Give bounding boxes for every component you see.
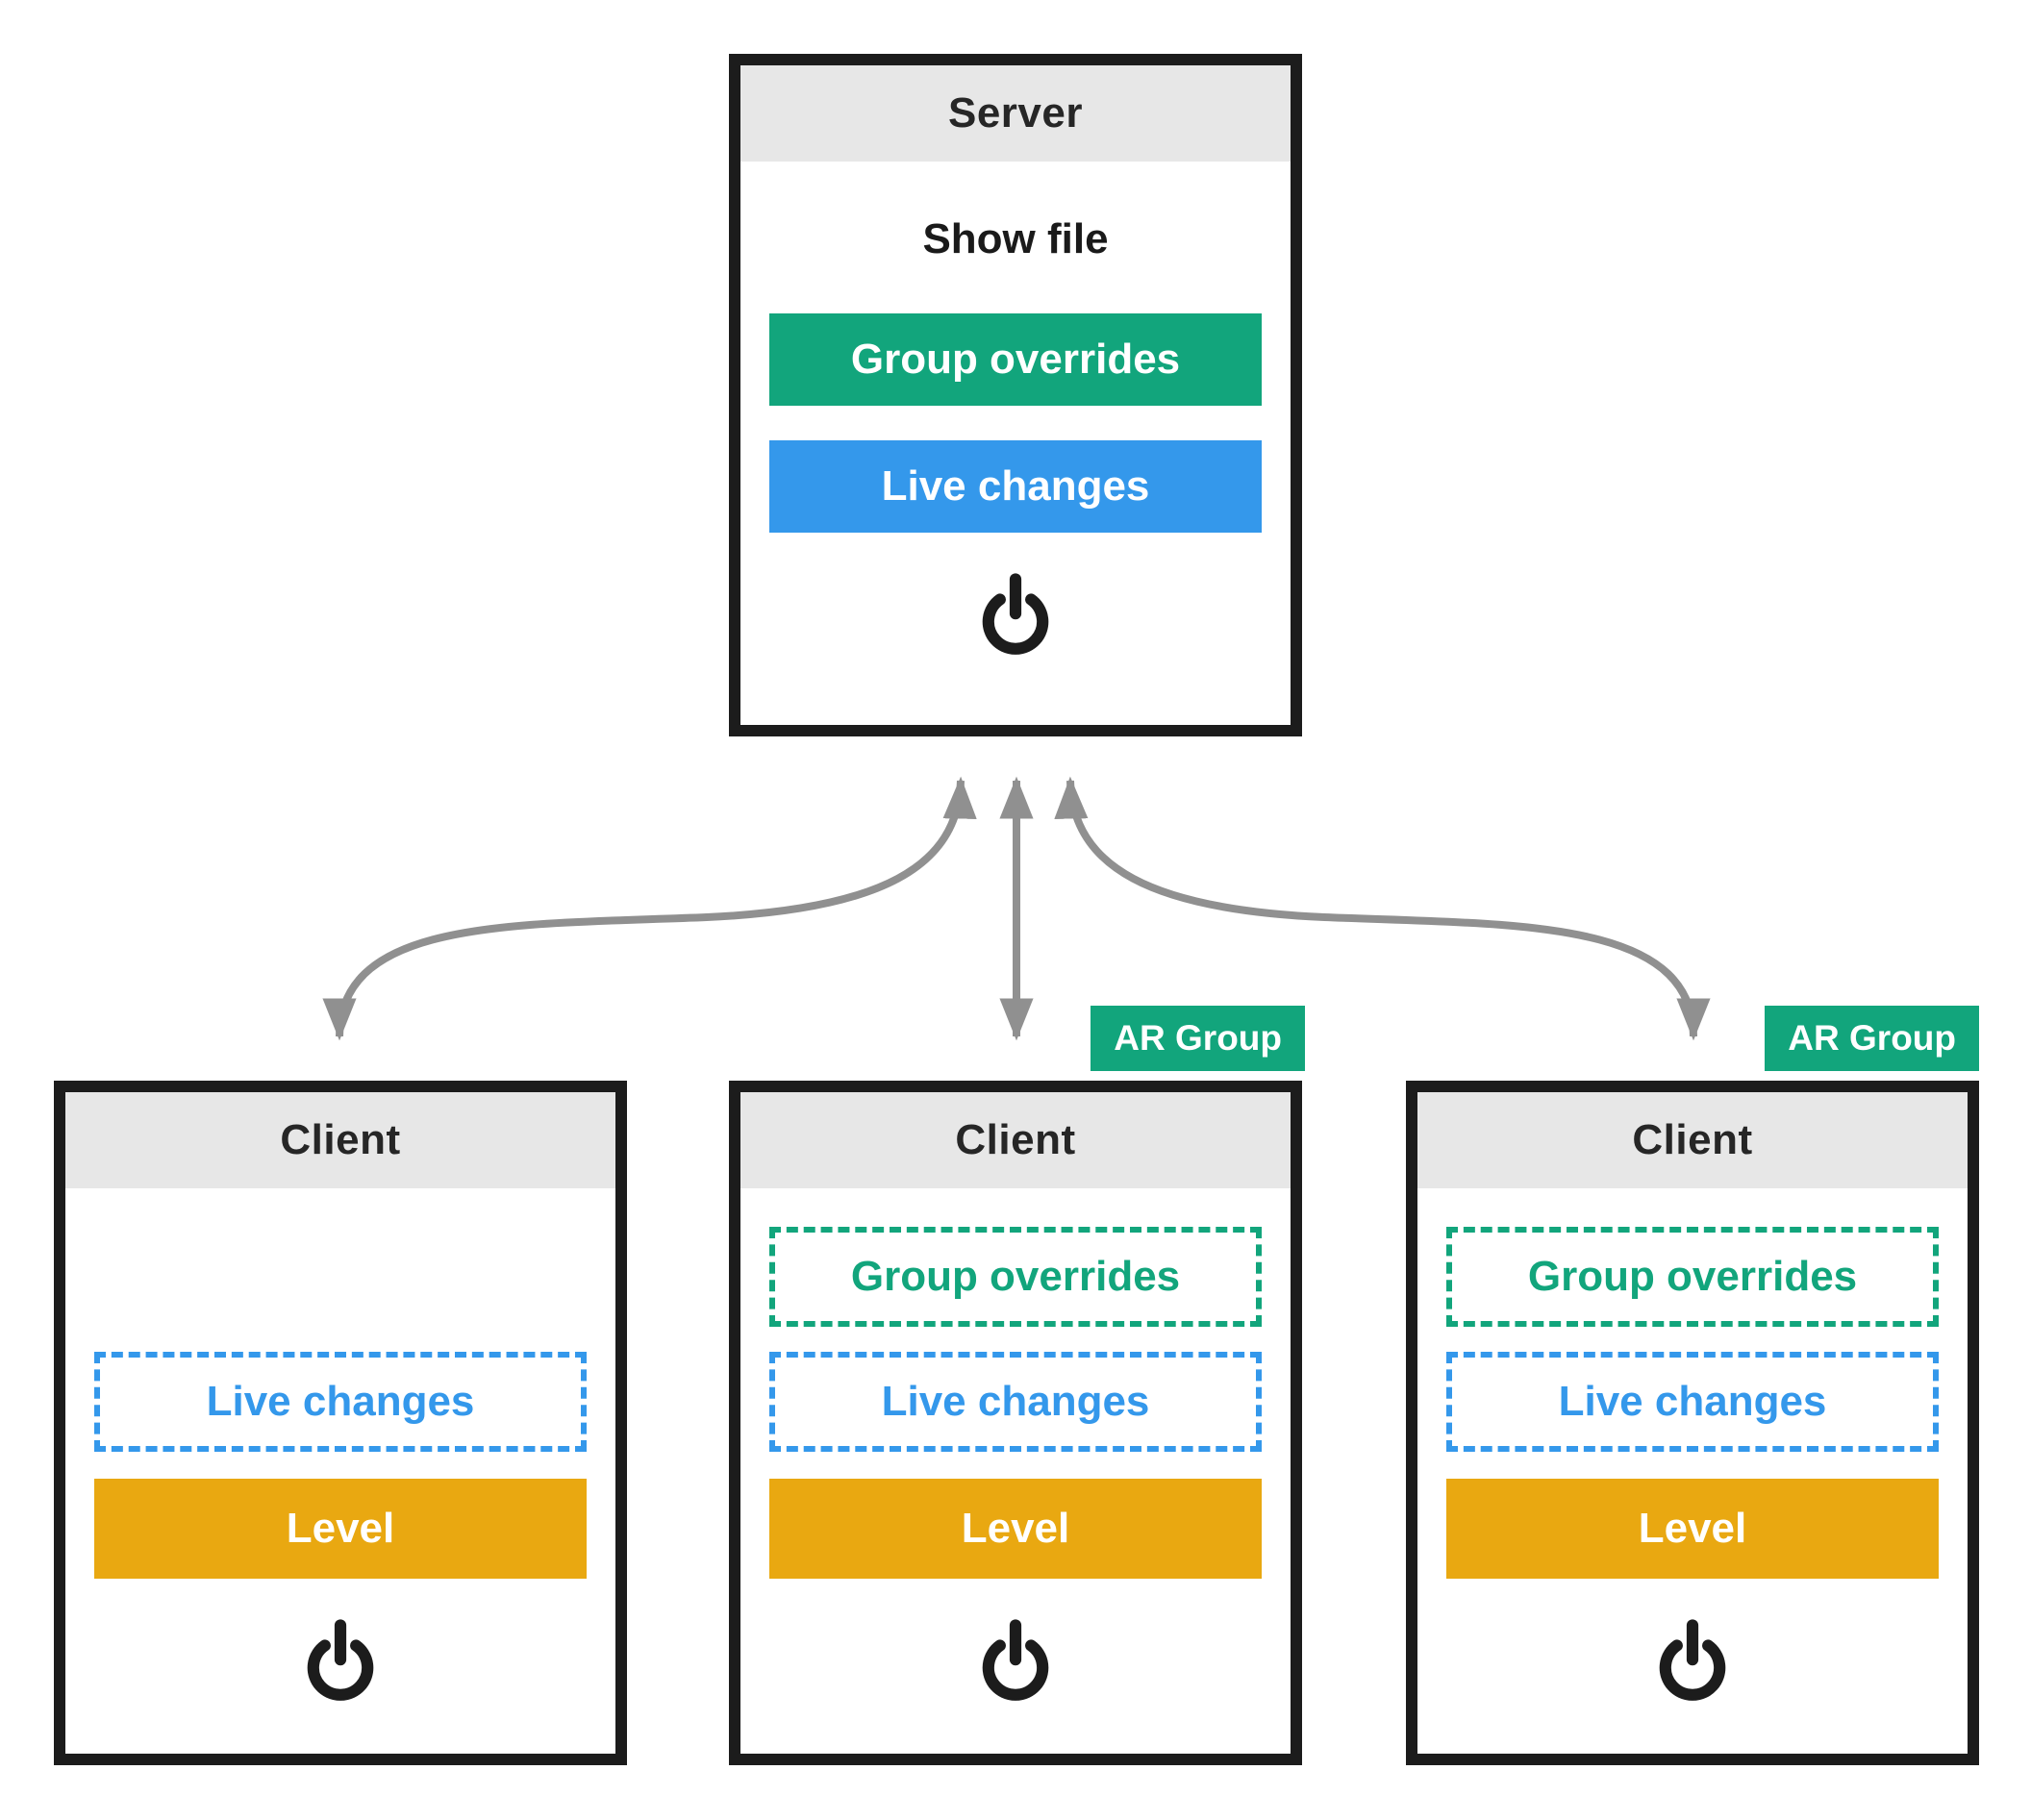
client-middle-body: Group overrides Live changes Level <box>740 1188 1291 1754</box>
server-header: Server <box>740 65 1291 162</box>
client-box-middle: Client Group overrides Live changes Leve… <box>729 1081 1302 1765</box>
client-box-left: Client Live changes Level <box>54 1081 627 1765</box>
power-icon <box>1659 1619 1726 1701</box>
show-file-label: Show file <box>922 215 1109 262</box>
server-group-overrides-banner: Group overrides <box>769 313 1262 406</box>
client-right-title: Client <box>1632 1116 1753 1163</box>
client-right-live-changes-slot: Live changes <box>1446 1352 1939 1452</box>
power-icon <box>307 1619 374 1701</box>
ar-group-badge-right: AR Group <box>1765 1006 1979 1071</box>
client-box-right: Client Group overrides Live changes Leve… <box>1406 1081 1979 1765</box>
client-middle-title: Client <box>955 1116 1076 1163</box>
client-middle-level-banner: Level <box>769 1479 1262 1579</box>
client-middle-header: Client <box>740 1092 1291 1188</box>
arrow-server-client-right <box>1054 776 1711 1041</box>
client-right-header: Client <box>1417 1092 1968 1188</box>
client-left-title: Client <box>280 1116 401 1163</box>
arrow-server-client-left <box>322 776 977 1041</box>
client-left-header: Client <box>65 1092 615 1188</box>
server-body: Show file Group overrides Live changes <box>740 162 1291 725</box>
client-middle-live-changes-slot: Live changes <box>769 1352 1262 1452</box>
client-right-level-banner: Level <box>1446 1479 1939 1579</box>
server-title: Server <box>947 89 1083 137</box>
server-live-changes-banner: Live changes <box>769 440 1262 533</box>
client-middle-group-overrides-slot: Group overrides <box>769 1227 1262 1327</box>
ar-group-badge-middle: AR Group <box>1091 1006 1305 1071</box>
client-right-group-overrides-slot: Group overrides <box>1446 1227 1939 1327</box>
server-box: Server Show file Group overrides Live ch… <box>729 54 1302 736</box>
client-left-live-changes-slot: Live changes <box>94 1352 587 1452</box>
client-left-body: Live changes Level <box>65 1188 615 1754</box>
power-icon <box>982 1619 1049 1701</box>
client-right-body: Group overrides Live changes Level <box>1417 1188 1968 1754</box>
power-icon <box>982 573 1049 655</box>
client-left-level-banner: Level <box>94 1479 587 1579</box>
